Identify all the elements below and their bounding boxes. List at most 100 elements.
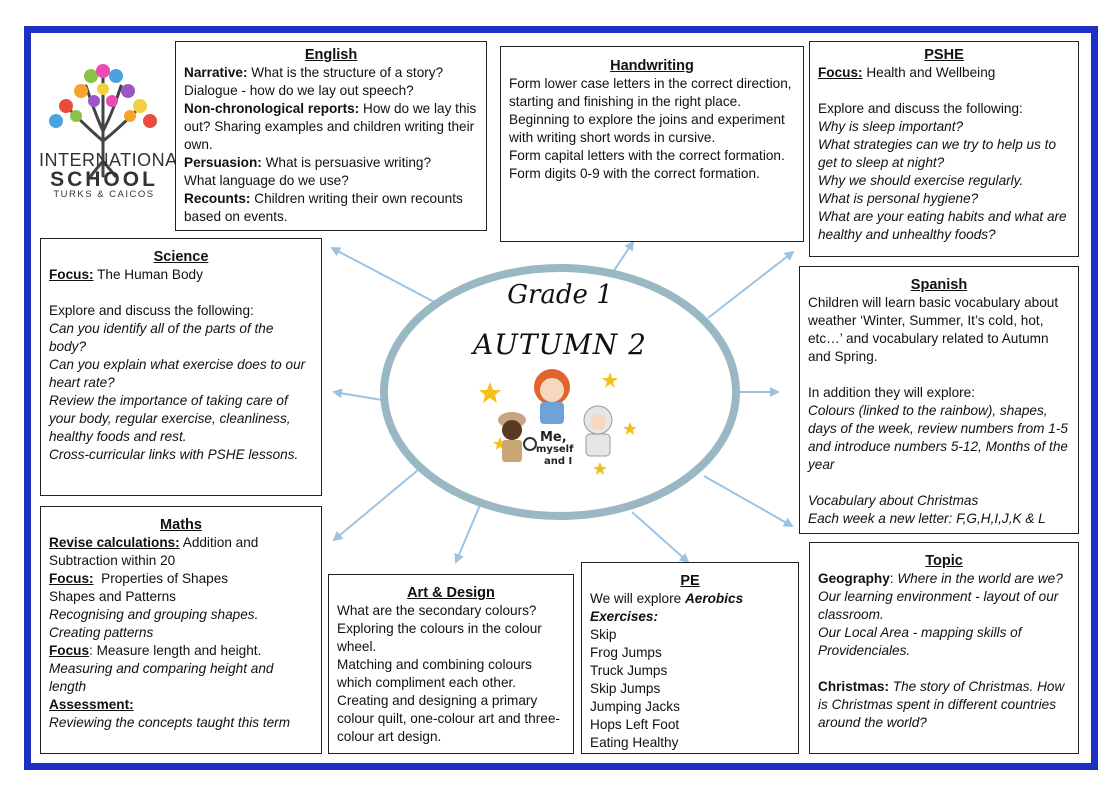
me-myself-label: Me, myself and I — [536, 430, 573, 468]
pshe-question: What strategies can we try to help us to… — [818, 137, 1057, 170]
maths-box: Maths Revise calculations: Addition and … — [40, 506, 322, 754]
narrative-text: What is the structure of a story? — [251, 65, 444, 80]
grade-title: Grade 1 — [507, 280, 613, 310]
pshe-question: Why we should exercise regularly. — [818, 173, 1024, 188]
pe-exercise: Jumping Jacks — [590, 699, 680, 714]
recounts-text: Children writing their own recounts base… — [184, 191, 463, 224]
art-box: Art & Design What are the secondary colo… — [328, 574, 574, 754]
pshe-focus-text: Health and Wellbeing — [866, 65, 996, 80]
reviewing-text: Reviewing the concepts taught this term — [49, 715, 291, 730]
shapes-patterns: Shapes and Patterns — [49, 589, 176, 604]
science-title: Science — [153, 249, 209, 265]
persuasion-label: Persuasion: — [184, 155, 262, 170]
pshe-box: PSHE Focus: Health and Wellbeing Explore… — [809, 41, 1079, 257]
pshe-focus-label: Focus: — [818, 65, 863, 80]
english-title: English — [304, 47, 358, 63]
spanish-christmas: Vocabulary about Christmas — [808, 493, 979, 508]
arrow-to-science-lower — [332, 388, 383, 401]
maths-focus2-label: Focus — [49, 643, 90, 658]
me-text: Me, — [540, 430, 567, 445]
term-title: AUTUMN 2 — [473, 328, 647, 361]
creating-text: Creating patterns — [49, 625, 154, 640]
spanish-intro: Children will learn basic vocabulary abo… — [808, 295, 1059, 364]
pe-aerobics: Aerobics — [684, 591, 744, 606]
nonchron-text: How do we lay this out? Sharing examples… — [184, 101, 477, 152]
arrow-to-maths — [332, 469, 419, 542]
myself-text: myself — [536, 444, 574, 455]
pe-exercise: Frog Jumps — [590, 645, 662, 660]
me-myself-illustration — [479, 369, 637, 475]
handwriting-line: Form digits 0-9 with the correct formati… — [509, 166, 760, 181]
logo-turks-caicos: TURKS & CAICOS — [53, 189, 155, 200]
logo-school: SCHOOL — [50, 168, 158, 191]
science-question: Can you explain what exercise does to ou… — [49, 357, 306, 390]
spanish-explore-intro: In addition they will explore: — [808, 385, 975, 400]
science-focus-text: The Human Body — [97, 267, 203, 282]
pe-exercises-label: Exercises: — [590, 609, 659, 624]
maths-focus-label: Focus: — [49, 571, 94, 586]
learning-env-text: Our learning environment - layout of our… — [818, 589, 1059, 622]
maths-focus-text: Properties of Shapes — [101, 571, 229, 586]
handwriting-line: Form lower case letters in the correct d… — [509, 76, 792, 109]
science-question: Cross-curricular links with PSHE lessons… — [49, 447, 299, 462]
pe-title: PE — [680, 573, 700, 589]
arrow-to-spanish-lower — [703, 475, 794, 527]
geo-text: Where in the world are we? — [897, 571, 1063, 586]
pe-box: PE We will explore Aerobics Exercises: S… — [581, 562, 799, 754]
pe-explore-prefix: We will explore — [590, 591, 682, 606]
topic-box: Topic Geography: Where in the world are … — [809, 542, 1079, 754]
revise-text: Addition and Subtraction within 20 — [49, 535, 259, 568]
art-title: Art & Design — [407, 585, 495, 601]
pe-exercise: Truck Jumps — [590, 663, 668, 678]
measuring-text: Measuring and comparing height and lengt… — [49, 661, 274, 694]
handwriting-line: Form capital letters with the correct fo… — [509, 148, 785, 163]
maths-title: Maths — [160, 517, 202, 533]
handwriting-title: Handwriting — [610, 58, 694, 74]
arrow-to-handwriting — [612, 240, 635, 273]
spanish-title: Spanish — [910, 277, 968, 293]
pshe-question: Why is sleep important? — [818, 119, 964, 134]
nonchron-label: Non-chronological reports: — [184, 101, 360, 116]
science-focus-label: Focus: — [49, 267, 94, 282]
pe-exercise: Skip — [590, 627, 617, 642]
dialogue-text: Dialogue - how do we lay out speech? — [184, 83, 414, 98]
christmas-text: The story of Christmas. How is Christmas… — [818, 679, 1065, 730]
english-box: English Narrative: What is the structure… — [175, 41, 487, 231]
assessment-label: Assessment: — [49, 697, 134, 712]
persuasion-text: What is persuasive writing? — [265, 155, 432, 170]
arrow-to-pshe — [707, 250, 795, 319]
science-question: Review the importance of taking care of … — [49, 393, 291, 444]
pshe-question: What are your eating habits and what are… — [818, 209, 1067, 242]
handwriting-line: Beginning to explore the joins and exper… — [509, 112, 785, 145]
and-i-text: and I — [544, 456, 573, 467]
spanish-letters: Each week a new letter: F,G,H,I,J,K & L — [808, 511, 1046, 526]
logo-international: INTERNATIONAL — [39, 150, 189, 170]
art-line: Exploring the colours in the colour whee… — [337, 621, 542, 654]
pe-exercise: Hops Left Foot — [590, 717, 680, 732]
narrative-label: Narrative: — [184, 65, 248, 80]
school-logo-tree — [49, 64, 157, 178]
pe-exercise: Skip Jumps — [590, 681, 661, 696]
recounts-label: Recounts: — [184, 191, 251, 206]
local-area-text: Our Local Area - mapping skills of Provi… — [818, 625, 1022, 658]
science-intro: Explore and discuss the following: — [49, 303, 254, 318]
language-text: What language do we use? — [184, 173, 349, 188]
topic-title: Topic — [925, 553, 963, 569]
recognising-text: Recognising and grouping shapes. — [49, 607, 259, 622]
science-question: Can you identify all of the parts of the… — [49, 321, 274, 354]
science-box: Science Focus: The Human Body Explore an… — [40, 238, 322, 496]
art-line: Creating and designing a primary colour … — [337, 693, 560, 744]
handwriting-box: Handwriting Form lower case letters in t… — [500, 46, 804, 242]
pshe-question: What is personal hygiene? — [818, 191, 979, 206]
arrow-to-pe — [631, 511, 690, 564]
pe-exercise: Eating Healthy — [590, 735, 679, 750]
geo-label: Geography — [818, 571, 890, 586]
art-line: Matching and combining colours which com… — [337, 657, 532, 690]
arrow-to-art — [454, 504, 481, 564]
pshe-title: PSHE — [924, 47, 964, 63]
spanish-explore-text: Colours (linked to the rainbow), shapes,… — [808, 403, 1068, 472]
arrow-to-science — [330, 247, 439, 305]
pshe-intro: Explore and discuss the following: — [818, 101, 1023, 116]
revise-label: Revise calculations: — [49, 535, 180, 550]
maths-focus2-text: : Measure length and height. — [89, 643, 262, 658]
